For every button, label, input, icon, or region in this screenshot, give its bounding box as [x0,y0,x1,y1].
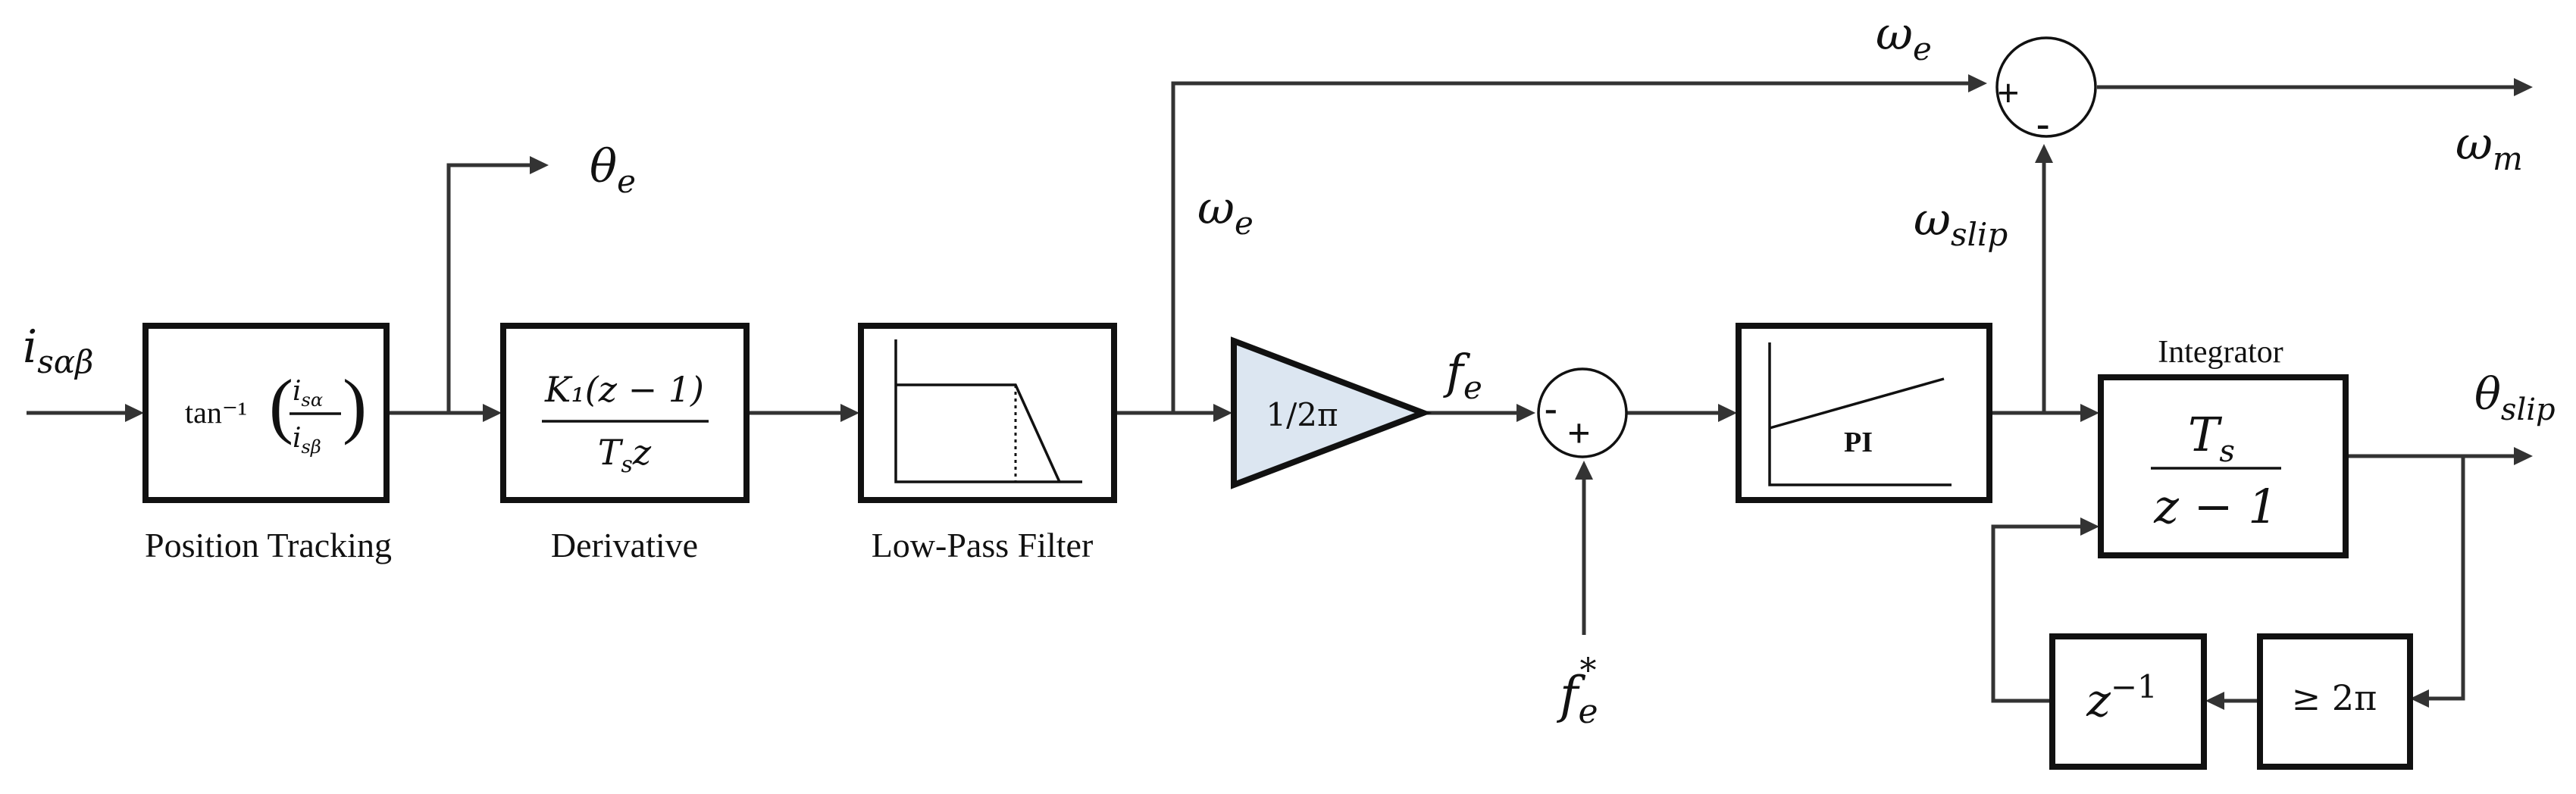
deriv-num: K₁(z − 1) [544,369,704,410]
sum-junction-2: + - [1995,36,2097,145]
lpf-caption: Low-Pass Filter [872,526,1094,564]
pt-paren-left: ( [269,364,293,445]
integrator-num: Ts [2188,407,2235,469]
arrowhead [840,404,859,422]
sum1-minus: - [1545,386,1557,429]
pi-axes [1768,342,1952,486]
arrowhead [530,156,549,174]
arrowhead [2080,404,2099,422]
pi-ramp [1769,377,1945,430]
label-omega-slip: ωslip [1914,193,2008,253]
sum2-minus: - [2036,102,2049,145]
label-omega-e-top: ωe [1876,8,1932,67]
arrowhead [1516,404,1535,422]
arrowhead [1213,404,1232,422]
label-f-e: fe [1443,344,1482,406]
label-f-e-star: fe* [1556,652,1598,731]
wire-feedback-down [2427,456,2465,701]
pt-num: isα [293,376,323,411]
wrap-2pi-block: ≥ 2π [2257,633,2413,770]
delay-text: z−1 [2086,668,2158,727]
pi-text: PI [1844,427,1873,458]
arrowhead [1968,74,1987,92]
deriv-den: Tsz [598,432,652,478]
arrowhead [2080,517,2099,536]
pt-den: isβ [293,423,321,458]
sum2-plus: + [1997,72,2020,115]
arrowhead [125,404,144,422]
delay-block: z−1 [2049,633,2207,770]
gain-block: 1/2π [1231,336,1432,489]
integrator-den: z − 1 [2153,479,2277,534]
arrowhead [1575,461,1593,480]
sum-junction-1: - + [1537,367,1628,458]
pt-func: tan⁻¹ [185,395,247,430]
position-tracking-caption: Position Tracking [145,526,392,564]
integrator-block: Ts z − 1 [2098,374,2349,558]
arrowhead [1718,404,1737,422]
integrator-title: Integrator [2158,335,2283,370]
derivative-block: K₁(z − 1) Tsz [500,323,750,503]
wrap-text: ≥ 2π [2292,677,2377,718]
wire-omega-e-top [1171,81,1970,413]
arrowhead [2514,78,2533,96]
label-theta-slip: θslip [2474,368,2556,427]
pt-paren-right: ) [343,364,367,445]
arrowhead [2035,144,2053,163]
arrowhead [2514,447,2533,465]
label-input-i-s-alpha-beta: isαβ [23,320,93,380]
wire-theta-e [446,163,531,413]
gain-text: 1/2π [1266,396,1338,433]
label-omega-m: ωm [2455,117,2523,177]
arrowhead [2410,689,2429,708]
derivative-caption: Derivative [551,526,698,564]
position-tracking-block: tan⁻¹ ( isα isβ ) [142,323,390,503]
wire-delay-integrator [1991,524,2083,703]
lpf-axes [894,339,1082,483]
pi-controller-block: PI [1736,323,1992,503]
label-theta-e: θe [590,140,636,200]
arrowhead [2205,692,2224,710]
label-omega-e-mid: ωe [1197,182,1254,242]
arrowhead [483,404,502,422]
low-pass-filter-block [858,323,1117,503]
sum1-plus: + [1567,411,1591,456]
